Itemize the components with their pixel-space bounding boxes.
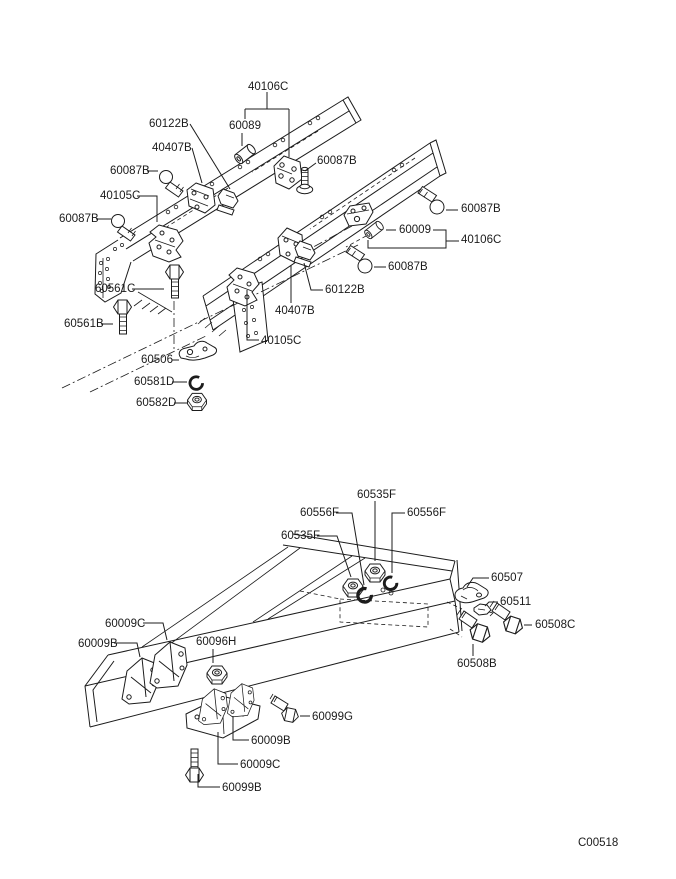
part-spacer-60096H	[206, 665, 228, 685]
part-label-60009C-2: 60009C	[240, 759, 281, 771]
top-leader-lines	[96, 92, 459, 404]
part-nut-60535F-2	[364, 563, 386, 583]
bottom-leader-lines	[114, 501, 532, 788]
part-label-60535F-2: 60535F	[281, 530, 321, 542]
part-bracket-40105C-left	[148, 224, 184, 263]
part-bracket-40106C-left	[273, 155, 303, 190]
part-spacer-60089	[232, 142, 258, 166]
part-hook-60507	[454, 581, 489, 604]
part-clamp-60122B-left	[216, 188, 239, 216]
part-nut-60535F-1	[342, 578, 364, 598]
part-label-60561C: 60561C	[95, 283, 136, 295]
part-label-60087B-5: 60087B	[388, 261, 428, 273]
part-bolt-60508B	[456, 608, 493, 645]
part-bolt-60561C	[165, 264, 184, 299]
part-nut-60582D	[187, 392, 207, 411]
part-label-40407B-1: 40407B	[152, 142, 192, 154]
part-clip-60511	[473, 603, 494, 617]
part-label-60087B-4: 60087B	[461, 203, 501, 215]
part-bolt-60087B-1	[159, 170, 184, 198]
part-label-60511: 60511	[500, 596, 532, 608]
part-hook-60506	[178, 340, 217, 361]
part-label-60089: 60089	[229, 120, 261, 132]
part-label-60087B-1: 60087B	[110, 165, 150, 177]
figure-code: C00518	[578, 837, 619, 849]
part-label-60535F-1: 60535F	[357, 489, 397, 501]
part-label-60099G: 60099G	[312, 711, 353, 723]
part-label-60122B-2: 60122B	[325, 284, 365, 296]
part-label-40105C-2: 40105C	[261, 335, 302, 347]
part-label-60582D: 60582D	[136, 397, 177, 409]
part-bracket-40105C-right	[226, 267, 260, 307]
part-clamp-60122B-right	[293, 240, 316, 268]
part-bracket-40407B-left	[186, 182, 216, 214]
part-label-60009: 60009	[399, 224, 431, 236]
part-label-60581D: 60581D	[134, 376, 175, 388]
part-bracket-60009C-inner-1	[149, 641, 188, 689]
part-label-60087B-2: 60087B	[59, 213, 99, 225]
part-washer-60581D	[188, 375, 204, 391]
part-label-40407B-2: 40407B	[275, 305, 315, 317]
part-label-60009B-2: 60009B	[251, 735, 291, 747]
part-label-60556F-1: 60556F	[300, 507, 340, 519]
part-label-40106C-1: 40106C	[248, 81, 289, 93]
part-bolt-60087B-upper-right	[417, 185, 445, 215]
part-label-60506: 60506	[141, 354, 173, 366]
part-label-40105C-1: 40105C	[100, 190, 141, 202]
part-bolt-60087B-mid-right	[345, 244, 373, 274]
part-bolt-60099G	[269, 693, 301, 724]
part-label-60009B-1: 60009B	[78, 638, 118, 650]
part-label-60122B-1: 60122B	[149, 118, 189, 130]
part-label-60508B: 60508B	[457, 658, 497, 670]
part-bolt-60099B	[185, 748, 204, 783]
top-frame-crossmember-left-end	[94, 239, 173, 315]
part-label-60087B-3: 60087B	[317, 155, 357, 167]
part-bolt-60087B-left	[111, 214, 136, 242]
part-label-60507: 60507	[491, 572, 523, 584]
part-label-60099B: 60099B	[222, 782, 262, 794]
part-label-40106C-2: 40106C	[461, 234, 502, 246]
part-bolt-60561B	[113, 299, 132, 335]
part-tab-40106C-right	[343, 202, 374, 227]
top-centerlines	[61, 225, 367, 393]
part-bolt-60087B-vertical	[296, 166, 314, 195]
part-label-60508C: 60508C	[535, 619, 576, 631]
part-label-60096H: 60096H	[196, 636, 237, 648]
part-label-60561B: 60561B	[64, 318, 104, 330]
part-label-60009C-1: 60009C	[105, 618, 146, 630]
part-label-60556F-2: 60556F	[407, 507, 447, 519]
